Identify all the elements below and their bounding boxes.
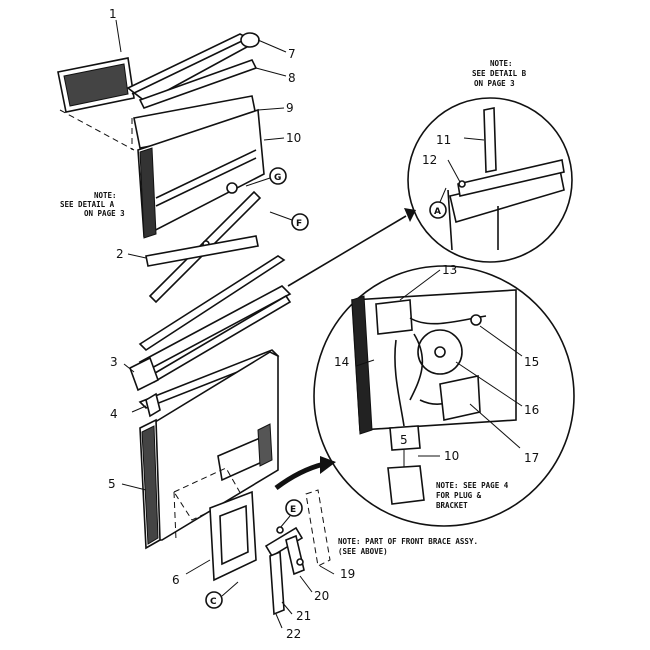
part-1-grille [57,19,135,113]
svg-text:A: A [434,207,441,217]
label-8: 8 [288,71,296,85]
svg-text:F: F [296,219,302,229]
callout-f: F [269,211,309,231]
label-13: 13 [442,263,457,277]
label-1: 1 [109,7,117,21]
label-19: 19 [340,567,355,581]
label-15: 15 [524,355,539,369]
callout-a: A [429,187,447,219]
label-21: 21 [296,609,311,623]
note-plug-bracket: NOTE: SEE PAGE 4 FOR PLUG & BRACKET [436,481,509,510]
svg-text:(SEE ABOVE): (SEE ABOVE) [338,547,388,556]
svg-text:NOTE: PART OF FRONT BRACE ASSY: NOTE: PART OF FRONT BRACE ASSY. [338,537,478,546]
label-10: 10 [286,131,301,145]
svg-text:ON PAGE 3: ON PAGE 3 [474,79,515,88]
arrow-to-detail-a [287,208,416,287]
callout-g: G [226,167,287,194]
callout-e: E [279,499,303,529]
electrical-detail-circle: 5 [313,265,575,527]
part-3-bracket [123,356,159,392]
label-17: 17 [524,451,539,465]
svg-text:5: 5 [400,433,408,447]
label-14: 14 [334,355,349,369]
note-detail-a: NOTE: SEE DETAIL A ON PAGE 3 [60,191,125,218]
svg-text:SEE DETAIL A: SEE DETAIL A [60,200,115,209]
part-5-cabinet [121,351,279,550]
svg-text:FOR PLUG &: FOR PLUG & [436,491,482,500]
label-12: 12 [422,153,437,167]
label-16: 16 [524,403,539,417]
label-22: 22 [286,627,301,641]
svg-text:ON PAGE 3: ON PAGE 3 [84,209,125,218]
label-20: 20 [314,589,329,603]
detail-a-circle [407,97,573,263]
long-rails [138,255,292,384]
svg-text:E: E [290,505,296,515]
label-4: 4 [110,407,118,421]
label-2: 2 [116,247,124,261]
part-2-cross-bracket [127,235,259,267]
label-11: 11 [436,133,451,147]
part-6-rear-bracket [173,467,257,582]
svg-text:NOTE:: NOTE: [94,191,117,200]
svg-text:SEE DETAIL B: SEE DETAIL B [472,69,527,78]
label-5: 5 [108,477,116,491]
note-front-brace: NOTE: PART OF FRONT BRACE ASSY. (SEE ABO… [338,537,478,556]
note-detail-b: NOTE: SEE DETAIL B ON PAGE 3 [472,59,527,88]
parts-19-22-brackets [264,489,335,629]
svg-text:BRACKET: BRACKET [436,501,468,510]
svg-text:NOTE: SEE PAGE 4: NOTE: SEE PAGE 4 [436,481,509,490]
callout-c: C [205,581,239,609]
part-7-top-rail [126,32,287,103]
label-7: 7 [288,47,296,61]
label-3: 3 [110,355,118,369]
svg-text:NOTE:: NOTE: [490,59,513,68]
svg-text:C: C [210,597,217,607]
svg-text:G: G [274,173,281,183]
part-10-top-frame [137,108,285,239]
label-6: 6 [172,573,180,587]
label-9: 9 [286,101,294,115]
arrow-to-electrical-detail [274,456,336,491]
label-10-lower: 10 [444,449,459,463]
part-8-strip [138,59,287,109]
